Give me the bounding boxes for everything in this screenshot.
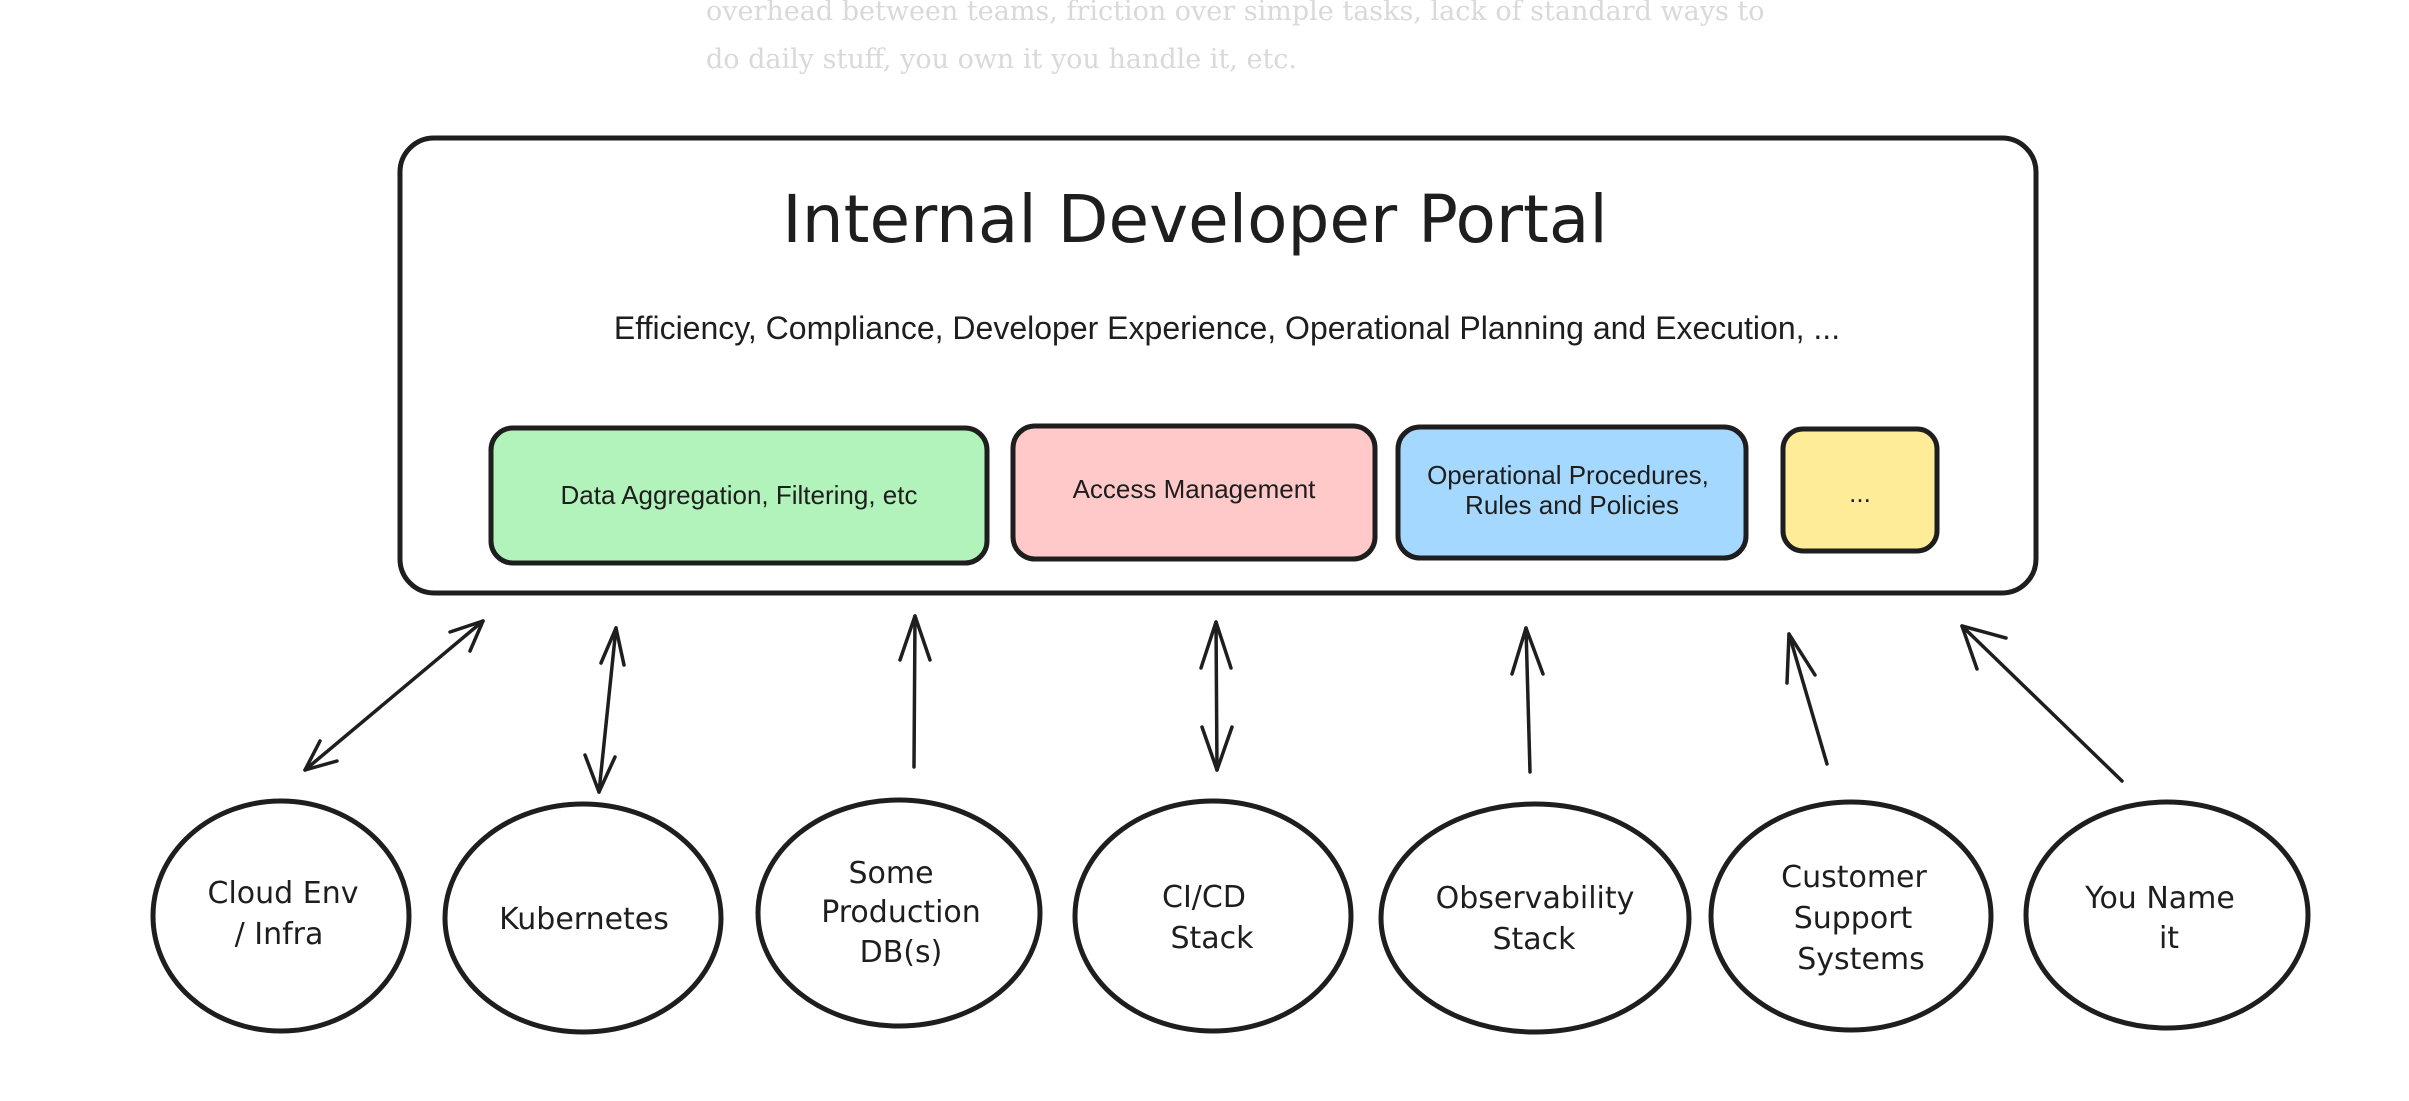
capability-box [1010, 423, 1378, 562]
arrow-observability [1510, 626, 1545, 774]
system-nodes: Cloud Env / Infra Kubernetes Some Produc… [150, 797, 2311, 1035]
node-label: Observability [1436, 881, 1635, 916]
node-label: Customer [1781, 860, 1927, 895]
portal-container: Internal Developer Portal Efficiency, Co… [397, 135, 2039, 596]
arrow-production-db [898, 614, 932, 769]
node-observability: Observability Stack [1378, 801, 1692, 1035]
capability-more: ... [1780, 426, 1940, 554]
node-ellipse [755, 797, 1043, 1029]
arrow-customer-support [1785, 632, 1829, 766]
arrow-cicd [1199, 620, 1234, 772]
node-label: Stack [1492, 922, 1576, 957]
capability-box [1780, 426, 1940, 554]
background-paragraph: overhead between teams, friction over si… [706, 0, 1766, 84]
node-label: / Infra [235, 917, 324, 952]
portal-title: Internal Developer Portal [782, 181, 1607, 258]
node-label: CI/CD [1162, 880, 1246, 915]
node-label: Stack [1170, 921, 1254, 956]
node-ellipse [2023, 799, 2311, 1031]
node-cloud-infra: Cloud Env / Infra [150, 798, 412, 1034]
node-production-db: Some Production DB(s) [755, 797, 1043, 1029]
node-label: Some [848, 856, 933, 891]
capability-label: Access Management [1073, 474, 1317, 504]
arrow-you-name-it [1960, 624, 2124, 783]
node-kubernetes: Kubernetes [442, 801, 724, 1035]
node-label: Systems [1797, 942, 1925, 977]
connection-arrows [303, 614, 2124, 794]
capability-box [488, 425, 990, 566]
background-text-line: do daily stuff, you own it you handle it… [706, 44, 1297, 75]
node-ellipse [442, 801, 724, 1035]
arrow-kubernetes [583, 626, 626, 794]
node-cicd: CI/CD Stack [1072, 798, 1354, 1034]
node-label: DB(s) [860, 935, 943, 970]
node-ellipse [1072, 798, 1354, 1034]
node-label: Cloud Env [208, 876, 359, 911]
node-label: Production [821, 895, 981, 930]
portal-frame [397, 135, 2039, 596]
capability-access-management: Access Management [1010, 423, 1378, 562]
node-label: You Name [2084, 881, 2235, 916]
arrow-cloud-infra [303, 619, 485, 772]
capability-label: ... [1849, 478, 1871, 508]
node-ellipse [1378, 801, 1692, 1035]
capability-box [1395, 424, 1749, 561]
node-label: it [2159, 921, 2179, 956]
node-label: Support [1794, 901, 1913, 936]
node-ellipse [150, 798, 412, 1034]
capability-operational-procedures: Operational Procedures, Rules and Polici… [1395, 424, 1749, 561]
capability-label: Data Aggregation, Filtering, etc [561, 480, 918, 510]
portal-subtitle: Efficiency, Compliance, Developer Experi… [614, 310, 1840, 346]
capability-data-aggregation: Data Aggregation, Filtering, etc [488, 425, 990, 566]
node-ellipse [1708, 799, 1994, 1033]
background-text-line: overhead between teams, friction over si… [706, 0, 1765, 27]
node-customer-support: Customer Support Systems [1708, 799, 1994, 1033]
capability-label: Rules and Policies [1465, 490, 1679, 520]
node-you-name-it: You Name it [2023, 799, 2311, 1031]
capability-label: Operational Procedures, [1427, 460, 1709, 490]
node-label: Kubernetes [499, 902, 669, 937]
